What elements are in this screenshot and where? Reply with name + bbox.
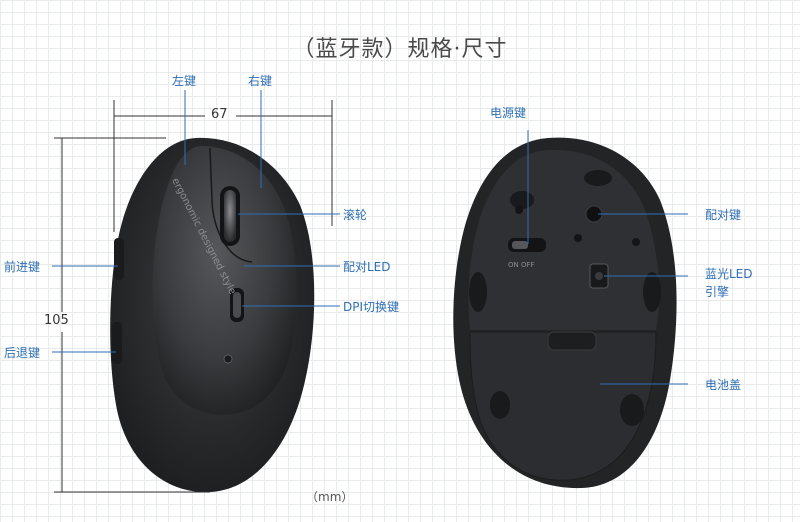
width-dimension: 67 <box>211 107 228 122</box>
battery-cover <box>469 331 657 481</box>
page-title: （蓝牙款）规格·尺寸 <box>292 37 508 62</box>
foot-pad <box>620 394 644 426</box>
switch-label: ON OFF <box>508 261 535 269</box>
foot-pad <box>584 170 612 186</box>
label-blue-led-line1: 蓝光LED <box>705 267 753 281</box>
back-side-button <box>112 322 122 364</box>
forward-side-button <box>114 238 124 280</box>
label-left-button: 左键 <box>172 74 197 88</box>
label-blue-led-line2: 引擎 <box>705 285 730 299</box>
dpi-switch-cap <box>233 292 241 318</box>
unit-label: （mm） <box>306 490 354 504</box>
mouse-bottom-view <box>453 137 677 489</box>
label-forward-button: 前进键 <box>4 260 41 274</box>
label-dpi-button: DPI切换键 <box>343 300 400 314</box>
battery-latch <box>547 331 597 351</box>
scroll-wheel <box>224 190 236 242</box>
label-battery-cover: 电池盖 <box>705 378 742 392</box>
height-dimension: 105 <box>44 313 69 328</box>
sensor-lens <box>595 272 603 280</box>
leader-lines-right <box>527 130 688 385</box>
label-scroll-wheel: 滚轮 <box>343 208 368 222</box>
label-back-button: 后退键 <box>4 346 41 360</box>
foot-pad <box>490 391 510 419</box>
power-switch-knob <box>512 241 528 249</box>
foot-pad <box>643 272 661 312</box>
label-pairing-led: 配对LED <box>343 260 391 274</box>
label-power-button: 电源键 <box>490 106 527 120</box>
leader-lines-left <box>52 90 340 353</box>
bluetooth-icon <box>223 354 233 364</box>
foot-pad <box>469 272 487 312</box>
mouse-top-shell <box>152 146 297 415</box>
dimension-lines <box>54 100 333 493</box>
screw <box>515 206 523 214</box>
foot-pad <box>510 191 534 209</box>
screw <box>574 234 582 242</box>
label-right-button: 右键 <box>248 74 273 88</box>
mouse-top-view <box>110 137 315 493</box>
screw <box>632 238 640 246</box>
label-pair-button: 配对键 <box>705 208 742 222</box>
